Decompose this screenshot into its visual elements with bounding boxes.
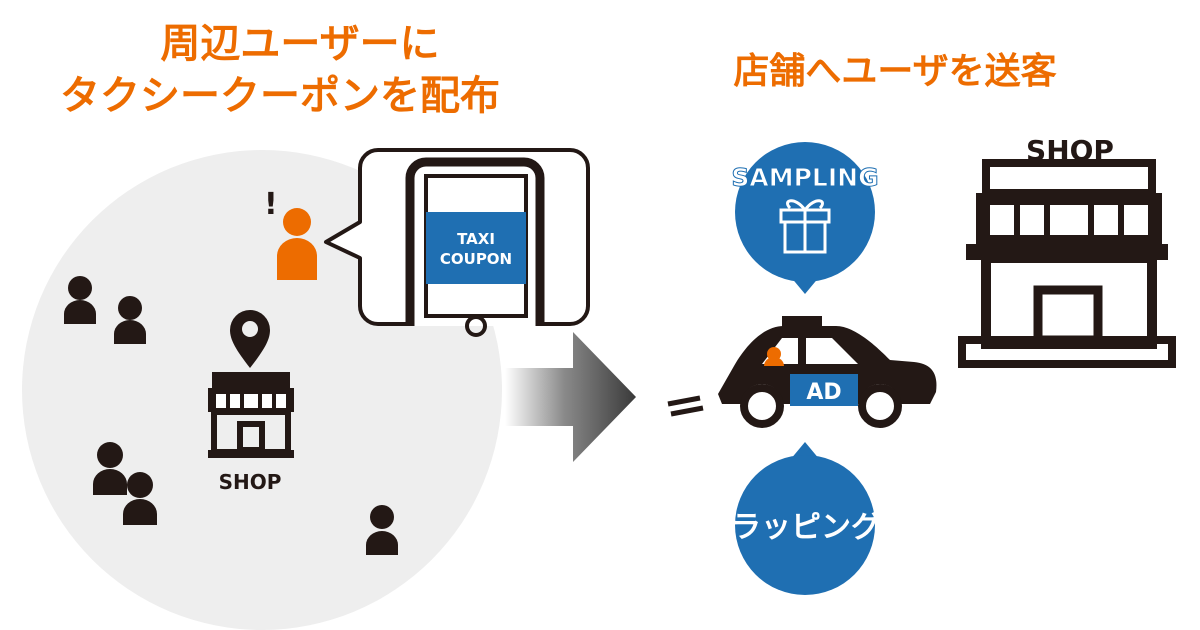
map-pin-icon — [230, 310, 270, 368]
taxi-ad-panel — [790, 374, 858, 406]
taxi-roof-sign — [782, 316, 822, 328]
person-icon — [93, 442, 127, 495]
left-shop-label: SHOP — [219, 470, 282, 494]
large-shop-icon — [958, 159, 1176, 368]
speed-lines — [667, 395, 704, 417]
person-icon — [123, 472, 157, 525]
passenger-icon — [767, 347, 781, 361]
person-icon — [366, 505, 398, 555]
person-icon — [64, 276, 96, 324]
taxi-window — [806, 338, 858, 364]
flow-arrow — [505, 332, 636, 462]
left-title-line-2: タクシークーポンを配布 — [60, 73, 500, 119]
coupon-line-2: COUPON — [440, 250, 512, 268]
sampling-label: SAMPLING — [731, 163, 878, 192]
wrapping-label: ラッピング — [731, 510, 881, 545]
gift-icon — [779, 199, 831, 254]
taxi-wheel — [858, 384, 902, 428]
taxi-coupon-card — [426, 212, 526, 284]
home-button — [465, 315, 487, 337]
left-title-line-1: 周辺ユーザーに — [160, 21, 440, 67]
smartphone-icon — [405, 157, 545, 337]
coupon-line-1: TAXI — [457, 230, 495, 248]
target-user-icon — [277, 208, 317, 280]
small-shop-icon — [208, 372, 294, 458]
taxi-icon — [718, 316, 937, 428]
nearby-users-group — [64, 276, 398, 555]
taxi-ad-label: AD — [806, 380, 841, 405]
wrapping-bubble — [735, 442, 875, 595]
exclamation-mark: ! — [264, 187, 278, 222]
person-icon — [114, 296, 146, 344]
right-title: 店舗へユーザを送客 — [733, 51, 1057, 92]
taxi-wheel — [740, 384, 784, 428]
